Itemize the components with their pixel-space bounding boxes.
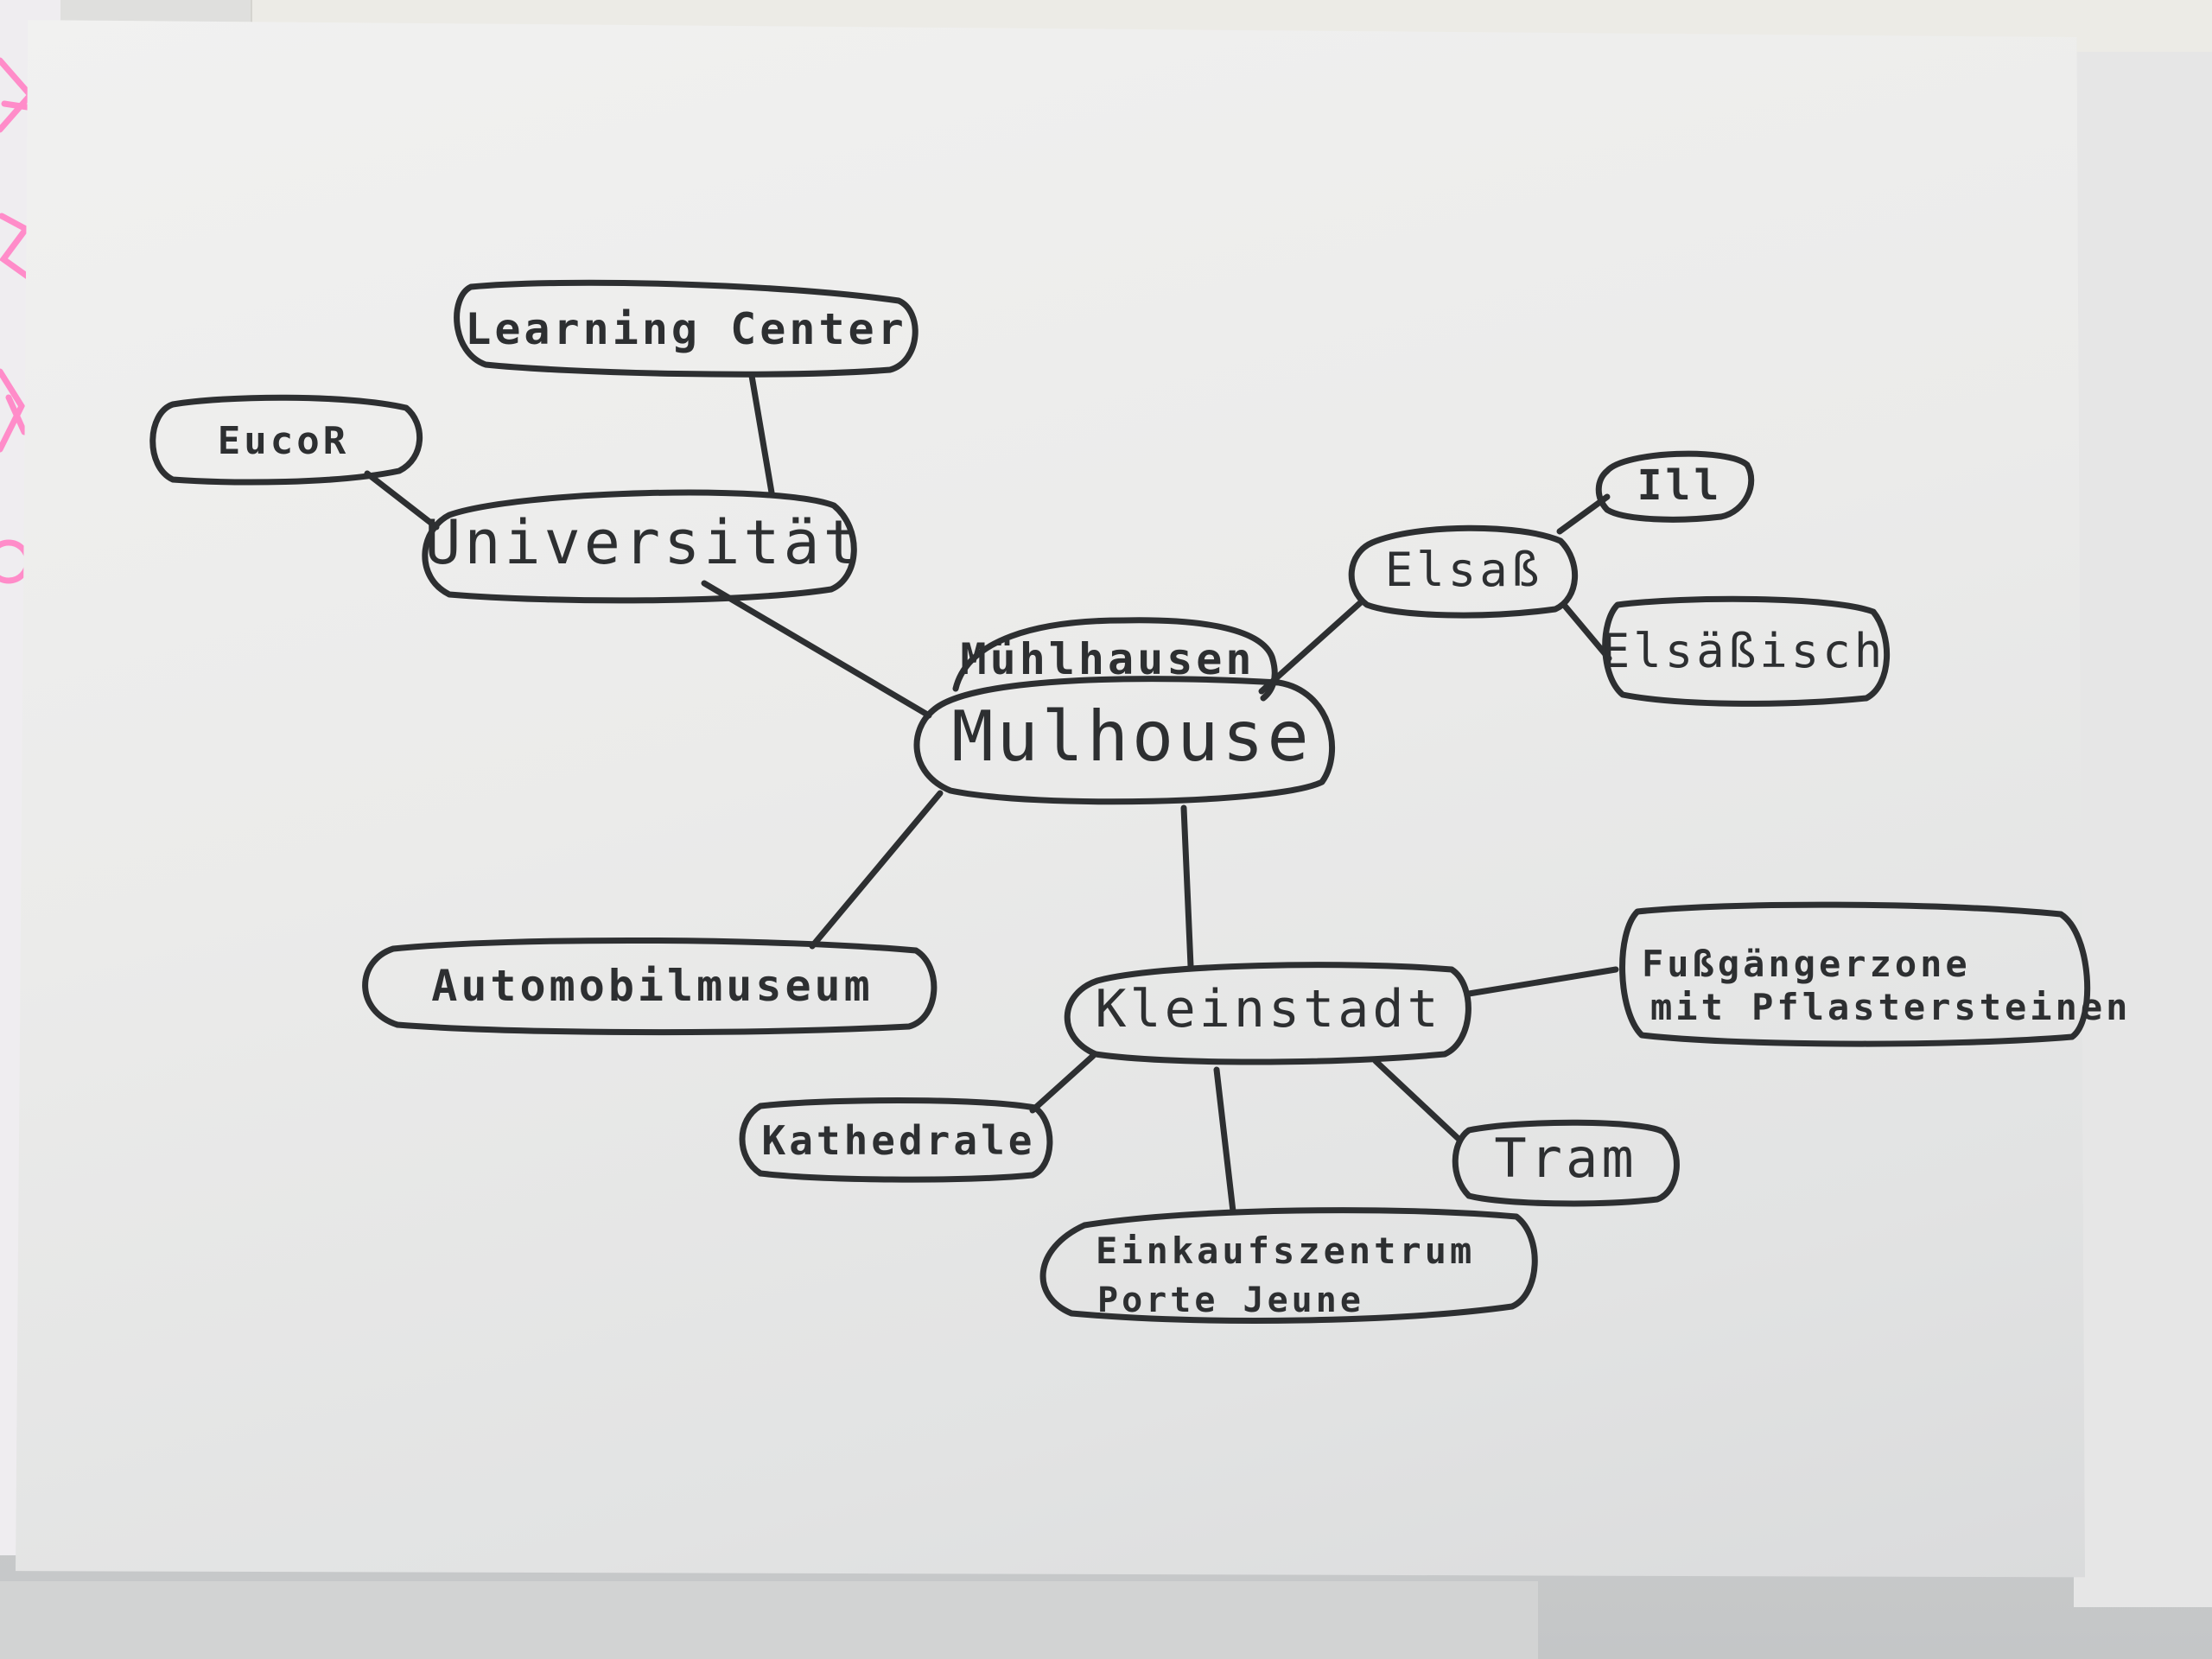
- node-outline-automobilmuseum: [362, 937, 938, 1036]
- connector-kleinstadt-tram: [1372, 1058, 1462, 1142]
- node-outline-ill: [1595, 450, 1755, 523]
- node-label-mulhouse: Mulhouse: [951, 696, 1312, 777]
- node-label-universitaet: Universität: [424, 507, 863, 578]
- node-label-muehlhausen: Mühlhausen: [960, 634, 1255, 684]
- node-label-kleinstadt: Kleinstadt: [1095, 979, 1441, 1039]
- node-outline-learning-center: [454, 279, 918, 378]
- node-outline-einkaufszentrum: [1039, 1207, 1538, 1324]
- node-outline-elsass: [1348, 524, 1579, 619]
- connector-elsass-elsaessisch: [1560, 601, 1612, 662]
- connector-kleinstadt-fussgaengerzone: [1465, 966, 1619, 997]
- node-label-eucor: EucoR: [218, 419, 349, 463]
- node-label-einkaufszentrum-line2: Porte Jeune: [1097, 1281, 1364, 1320]
- connector-universitaet-learning-center: [748, 372, 775, 496]
- node-outline-kathedrale: [739, 1097, 1053, 1183]
- node-labels: Learning Center EucoR Universität Mühlha…: [218, 304, 2131, 1320]
- node-outline-universitaet: [422, 489, 857, 604]
- bottom-strip: [0, 1581, 1538, 1659]
- node-label-learning-center: Learning Center: [465, 304, 907, 354]
- node-label-elsass: Elsaß: [1385, 543, 1543, 597]
- node-outline-elsaessisch: [1602, 595, 1890, 707]
- connector-mulhouse-kleinstadt: [1180, 804, 1194, 969]
- node-outline-kleinstadt: [1064, 962, 1471, 1065]
- node-outline-mulhouse: [913, 676, 1336, 805]
- node-label-tram: Tram: [1494, 1127, 1637, 1190]
- node-outline-muehlhausen: [952, 617, 1278, 702]
- node-label-fussgaengerzone-line2: mit Pflastersteinen: [1650, 986, 2131, 1028]
- node-outlines: [149, 279, 2091, 1324]
- connector-kleinstadt-einkaufszentrum: [1213, 1066, 1236, 1215]
- node-outline-tram-shape: [1452, 1119, 1680, 1207]
- node-label-kathedrale: Kathedrale: [762, 1117, 1036, 1164]
- node-label-fussgaengerzone-line1: Fußgängerzone: [1642, 943, 1971, 985]
- connector-universitaet-eucor: [364, 470, 440, 531]
- connector-mulhouse-elsass: [1258, 599, 1364, 695]
- connector-mulhouse-universitaet: [701, 580, 932, 719]
- connector-kleinstadt-kathedrale: [1029, 1052, 1096, 1114]
- node-label-automobilmuseum: Automobilmuseum: [431, 961, 874, 1011]
- node-label-ill: Ill: [1637, 461, 1723, 510]
- right-sheet: [2074, 52, 2212, 1607]
- connector-mulhouse-automobilmuseum: [809, 790, 944, 950]
- node-outline-eucor: [149, 394, 423, 486]
- node-label-einkaufszentrum-line1: Einkaufszentrum: [1096, 1230, 1475, 1272]
- node-outline-fussgaengerzone: [1619, 901, 2091, 1047]
- node-label-elsaessisch: Elsäßisch: [1602, 624, 1886, 678]
- pink-marker-scribbles: [0, 57, 36, 584]
